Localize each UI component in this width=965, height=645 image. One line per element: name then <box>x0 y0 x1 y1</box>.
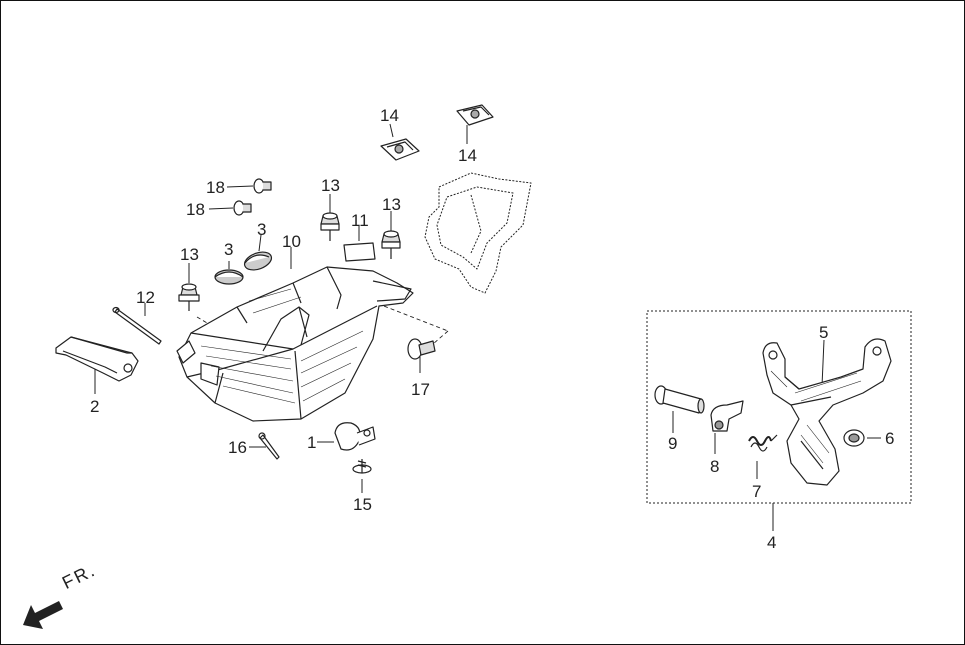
callout-7: 7 <box>752 482 762 501</box>
callout-16: 16 <box>228 438 247 457</box>
part-5-bracket <box>762 338 892 486</box>
callout-18-upper: 18 <box>206 178 225 197</box>
callout-15: 15 <box>353 495 372 514</box>
callout-10: 10 <box>282 232 301 251</box>
part-2-cover <box>55 336 139 382</box>
callout-3-left: 3 <box>224 240 234 259</box>
part-14-clip-right <box>456 104 494 126</box>
part-17-rivet <box>407 338 436 360</box>
callout-18-lower: 18 <box>186 200 205 219</box>
callout-8: 8 <box>710 457 720 476</box>
part-18-screw-upper <box>253 178 272 194</box>
callout-13-middle: 13 <box>321 176 340 195</box>
part-11-label <box>343 242 376 262</box>
callout-3-right: 3 <box>257 220 267 239</box>
part-13-bolt-right <box>381 230 401 259</box>
part-18-screw-lower <box>233 200 252 216</box>
callout-13-right: 13 <box>382 195 401 214</box>
part-3-cap-right <box>243 251 273 271</box>
part-7-spring <box>748 434 778 452</box>
assembly-4-group-frame <box>646 310 912 504</box>
callout-12: 12 <box>136 288 155 307</box>
callout-14-left: 14 <box>380 106 399 125</box>
part-9-shaft <box>654 385 705 414</box>
rear-bracket-outline <box>424 172 532 294</box>
part-16-pin <box>258 432 280 460</box>
part-13-bolt-middle <box>320 212 340 241</box>
callout-9: 9 <box>668 434 678 453</box>
part-1-clamp <box>334 422 376 451</box>
callout-11: 11 <box>351 211 369 230</box>
part-10-luggage-box <box>176 266 414 422</box>
part-8-lever <box>710 400 744 432</box>
front-direction-arrow-icon <box>23 601 63 629</box>
part-13-bolt-left <box>178 283 200 311</box>
leader-lines <box>94 123 881 531</box>
callout-14-right: 14 <box>458 146 477 165</box>
callout-5: 5 <box>819 323 829 342</box>
callout-2: 2 <box>90 397 100 416</box>
callout-1: 1 <box>307 433 317 452</box>
callout-13-left: 13 <box>180 245 199 264</box>
part-15-screw <box>352 459 372 474</box>
part-14-clip-left <box>380 138 420 161</box>
callout-17: 17 <box>411 380 430 399</box>
part-6-nut <box>843 429 865 447</box>
part-12-rod <box>112 306 162 345</box>
callout-4: 4 <box>767 533 777 552</box>
callout-6: 6 <box>885 429 895 448</box>
part-3-cap-left <box>214 269 244 285</box>
